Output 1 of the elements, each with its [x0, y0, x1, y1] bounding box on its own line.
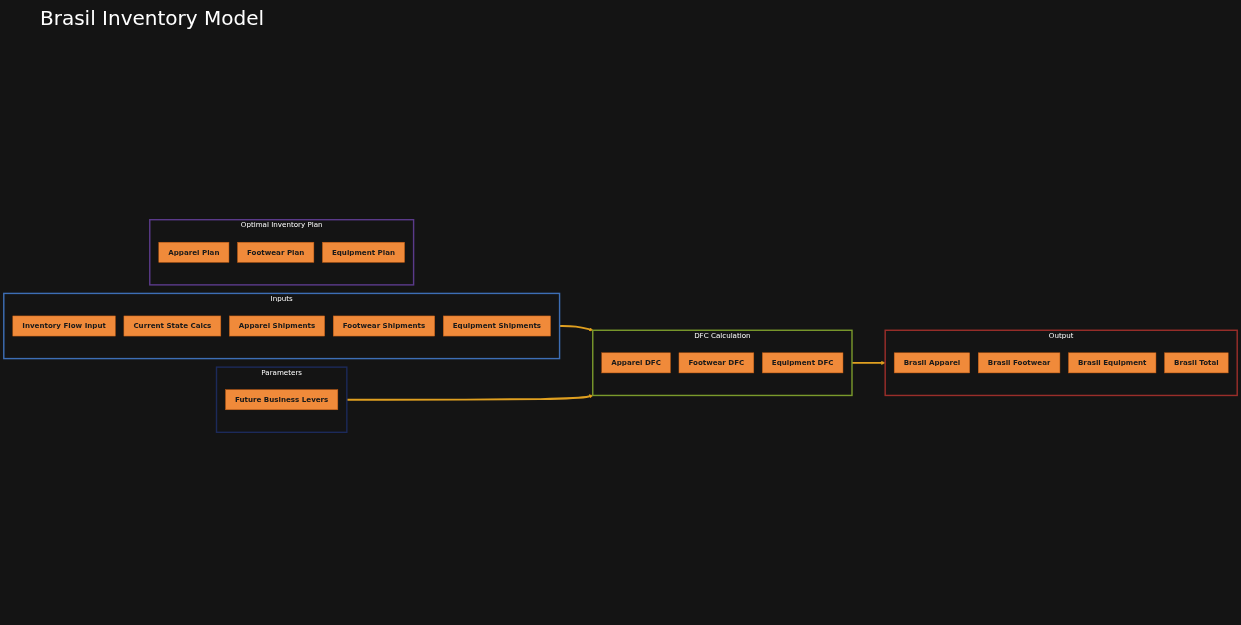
- diagram-title: Brasil Inventory Model: [39, 5, 266, 32]
